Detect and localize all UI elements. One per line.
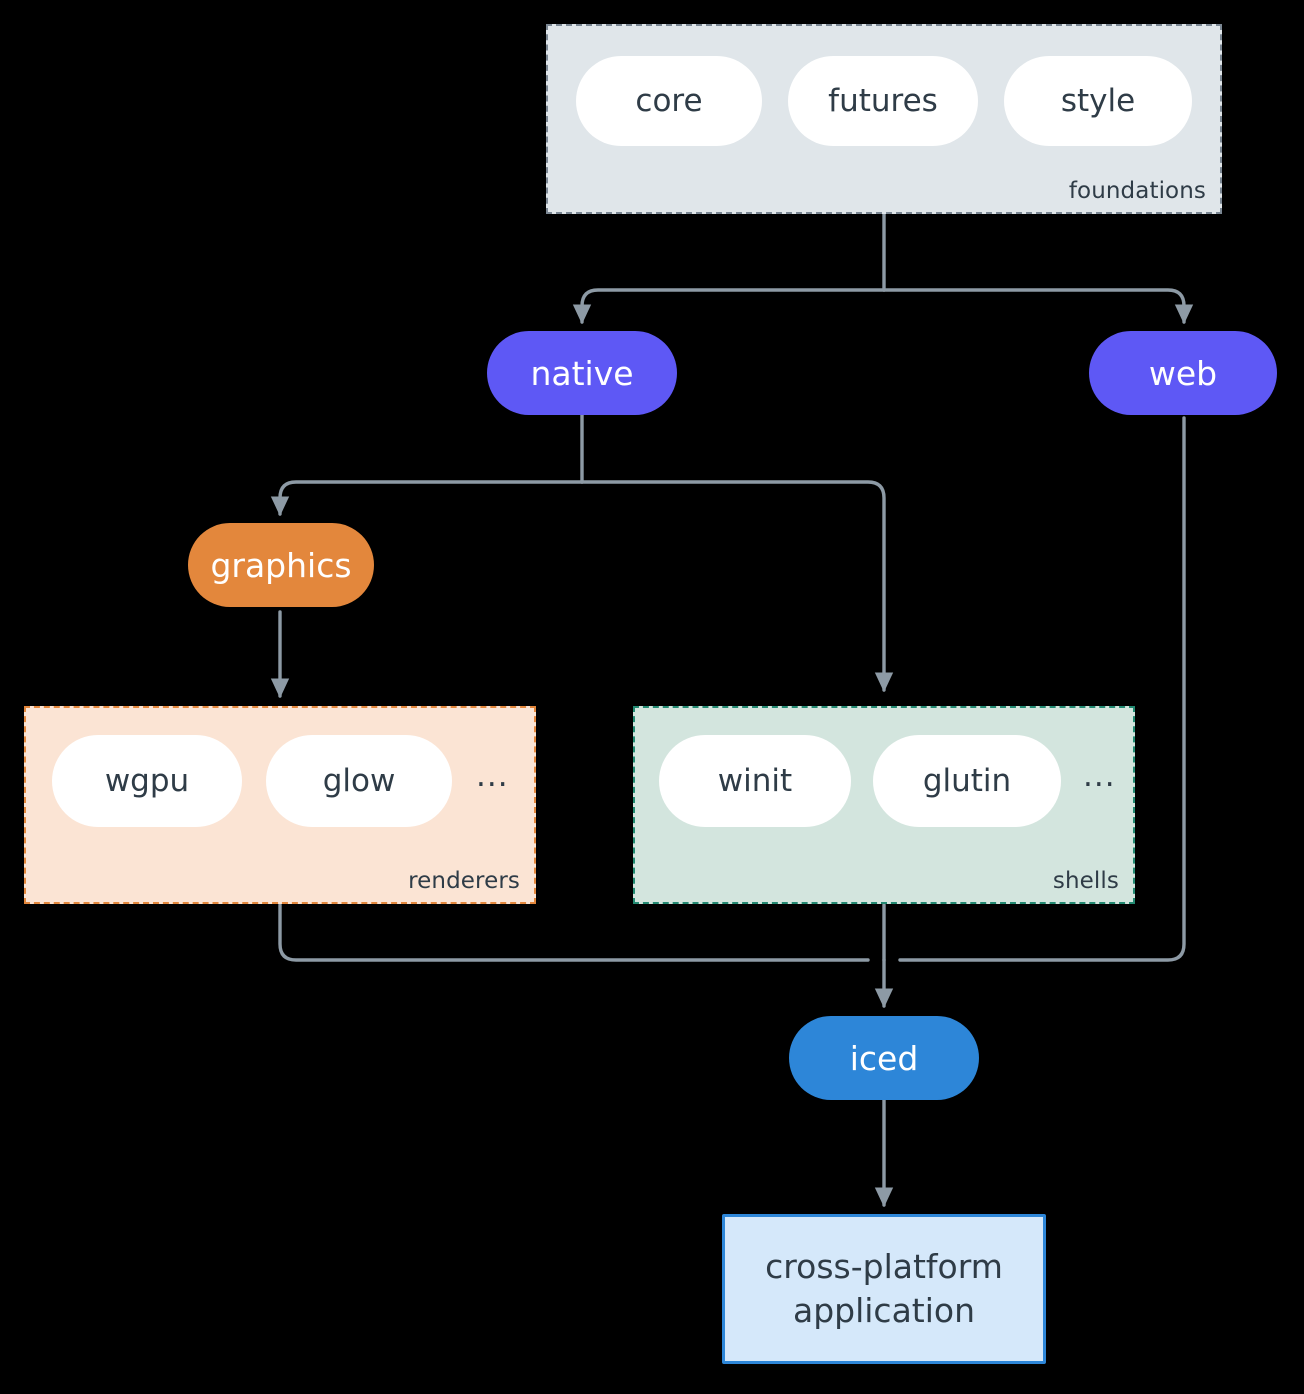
application-line-1: cross-platform (765, 1246, 1003, 1286)
chip-winit[interactable]: winit (659, 735, 851, 827)
edge-foundations-web-right (882, 288, 1194, 325)
chip-glow-label: glow (322, 763, 396, 799)
node-web-label: web (1148, 353, 1218, 393)
renderers-items: wgpu glow ... (26, 735, 509, 827)
chip-style-label: style (1060, 83, 1136, 119)
chip-glutin-label: glutin (922, 763, 1012, 799)
chip-winit-label: winit (717, 763, 793, 799)
edge-native-shells (580, 480, 894, 693)
node-web[interactable]: web (1089, 331, 1277, 415)
group-shells: winit glutin ... shells (633, 706, 1135, 904)
chip-style[interactable]: style (1004, 56, 1192, 146)
chip-glow[interactable]: glow (266, 735, 452, 827)
group-foundations: core futures style foundations (546, 24, 1222, 214)
shells-more-indicator: ... (1083, 758, 1116, 794)
group-renderers-label: renderers (408, 868, 520, 894)
chip-wgpu[interactable]: wgpu (52, 735, 242, 827)
foundations-items: core futures style (548, 56, 1192, 146)
node-native[interactable]: native (487, 331, 677, 415)
edge-foundations-native-left (572, 288, 886, 325)
edge-native-graphics (270, 480, 584, 517)
group-renderers: wgpu glow ... renderers (24, 706, 536, 904)
chip-glutin[interactable]: glutin (873, 735, 1061, 827)
edge-renderers-to-merge (278, 903, 870, 962)
chip-core-label: core (635, 83, 703, 119)
node-graphics[interactable]: graphics (188, 523, 374, 607)
edge-web-to-merge (898, 416, 1186, 962)
chip-futures[interactable]: futures (788, 56, 978, 146)
chip-futures-label: futures (828, 83, 938, 119)
group-shells-label: shells (1052, 868, 1119, 894)
node-cross-platform-application[interactable]: cross-platform application (722, 1214, 1046, 1364)
node-graphics-label: graphics (210, 545, 352, 585)
node-iced-label: iced (849, 1038, 919, 1078)
chip-wgpu-label: wgpu (104, 763, 190, 799)
shells-items: winit glutin ... (635, 735, 1116, 827)
node-native-label: native (530, 353, 634, 393)
renderers-more-indicator: ... (476, 758, 509, 794)
group-foundations-label: foundations (1068, 178, 1206, 204)
chip-core[interactable]: core (576, 56, 762, 146)
node-iced[interactable]: iced (789, 1016, 979, 1100)
application-line-2: application (792, 1291, 976, 1330)
